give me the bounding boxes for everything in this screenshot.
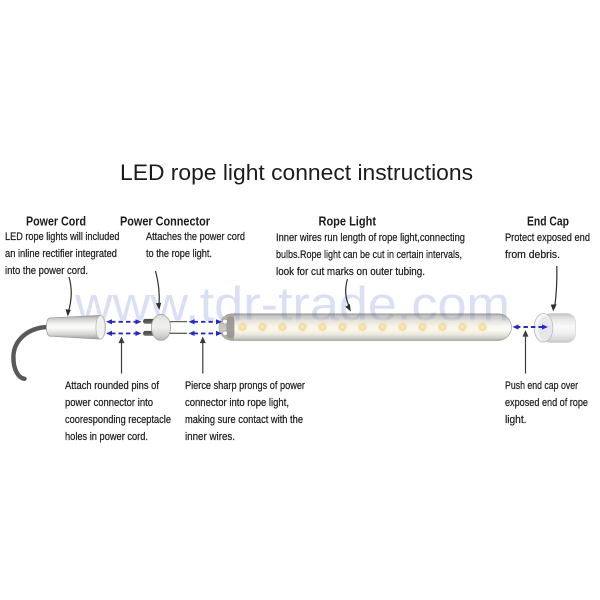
svg-text:cooresponding receptacle: cooresponding receptacle [65,414,171,426]
svg-text:power connector into: power connector into [65,397,153,409]
svg-text:holes in power cord.: holes in power cord. [65,431,148,443]
svg-text:Rope Light: Rope Light [319,215,377,229]
svg-text:inner wires.: inner wires. [185,431,235,443]
svg-text:Power Cord: Power Cord [26,215,86,229]
svg-text:Pierce sharp prongs of power: Pierce sharp prongs of power [185,380,305,392]
svg-text:light.: light. [505,414,527,426]
svg-text:look for cut marks on outer tu: look for cut marks on outer tubing. [276,266,425,278]
svg-text:bulbs.Rope light can be cut in: bulbs.Rope light can be cut in certain i… [276,249,462,261]
svg-text:Power Connector: Power Connector [120,215,210,229]
svg-text:to the rope light.: to the rope light. [146,248,212,260]
svg-text:an inline rectifier integrated: an inline rectifier integrated [5,248,117,260]
svg-text:from debris.: from debris. [505,249,560,261]
svg-text:End Cap: End Cap [527,215,569,229]
svg-text:exposed end of rope: exposed end of rope [505,397,588,409]
svg-text:LED rope lights will included: LED rope lights will included [5,231,120,243]
svg-text:Push end cap over: Push end cap over [505,380,578,392]
svg-text:Attaches the power cord: Attaches the power cord [146,231,245,243]
svg-text:Attach rounded pins of: Attach rounded pins of [65,380,160,392]
svg-text:LED rope light connect instruc: LED rope light connect instructions [120,160,473,185]
svg-text:making sure contact with the: making sure contact with the [185,414,303,426]
svg-text:into the power cord.: into the power cord. [5,265,88,277]
svg-text:connector into rope light,: connector into rope light, [185,397,289,409]
svg-text:Inner wires run length of rope: Inner wires run length of rope light,con… [276,232,465,244]
svg-text:Protect exposed end: Protect exposed end [505,232,590,244]
